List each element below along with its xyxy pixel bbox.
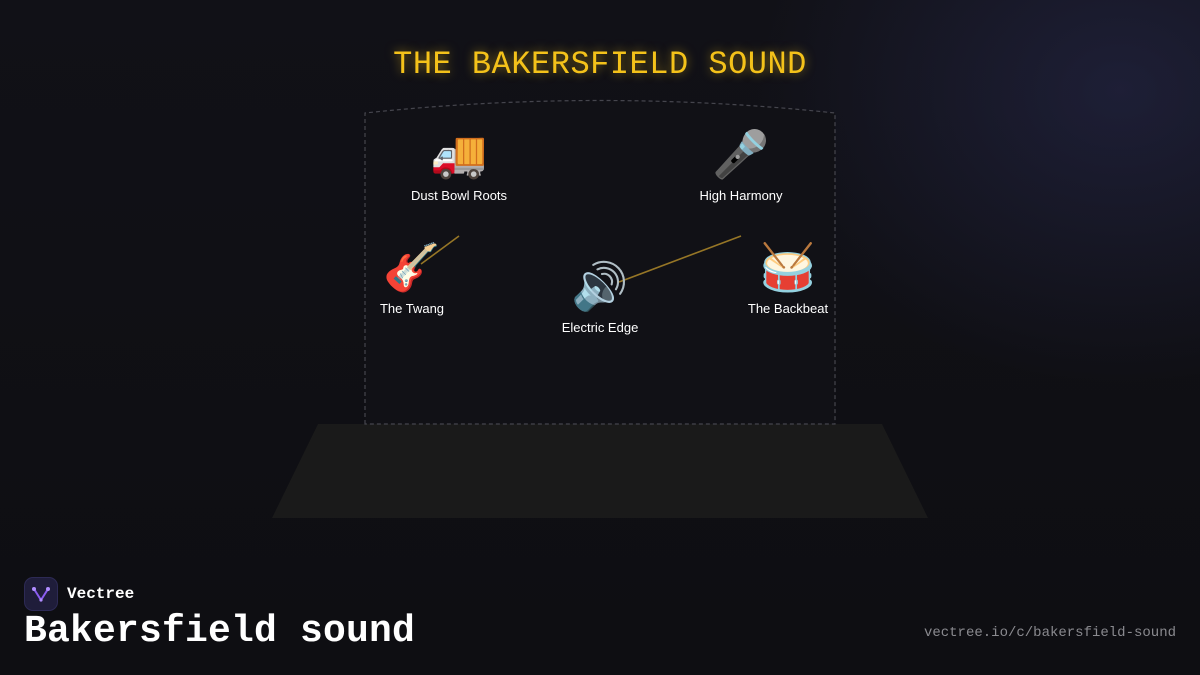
node-label: Electric Edge <box>561 320 639 335</box>
node-label: The Backbeat <box>747 301 829 316</box>
node-label: The Twang <box>379 301 445 316</box>
speaker-icon: 🔊 <box>571 259 629 313</box>
drum-icon: 🥁 <box>759 240 817 294</box>
node-label: High Harmony <box>699 188 783 203</box>
stage-frame <box>364 99 836 425</box>
node-the-twang[interactable]: 🎸 The Twang <box>342 239 482 316</box>
stage-floor <box>272 424 928 518</box>
node-label: Dust Bowl Roots <box>410 188 508 203</box>
page-url[interactable]: vectree.io/c/bakersfield-sound <box>923 625 1176 641</box>
delivery-truck-icon: 🚚 <box>430 127 488 181</box>
node-high-harmony[interactable]: 🎤 High Harmony <box>671 126 811 203</box>
guitar-icon: 🎸 <box>383 240 441 294</box>
connector-edge-to-harmony <box>618 235 742 283</box>
brand[interactable]: Vectree <box>24 577 134 611</box>
brand-name: Vectree <box>67 585 135 603</box>
page-title: Bakersfield sound <box>24 610 416 653</box>
diagram-title: THE BAKERSFIELD SOUND <box>393 46 807 83</box>
vectree-logo-icon <box>24 577 58 611</box>
connector-twang-to-roots <box>420 235 460 265</box>
node-the-backbeat[interactable]: 🥁 The Backbeat <box>718 239 858 316</box>
node-electric-edge[interactable]: 🔊 Electric Edge <box>530 258 670 335</box>
microphone-icon: 🎤 <box>712 127 770 181</box>
node-dust-bowl-roots[interactable]: 🚚 Dust Bowl Roots <box>389 126 529 203</box>
